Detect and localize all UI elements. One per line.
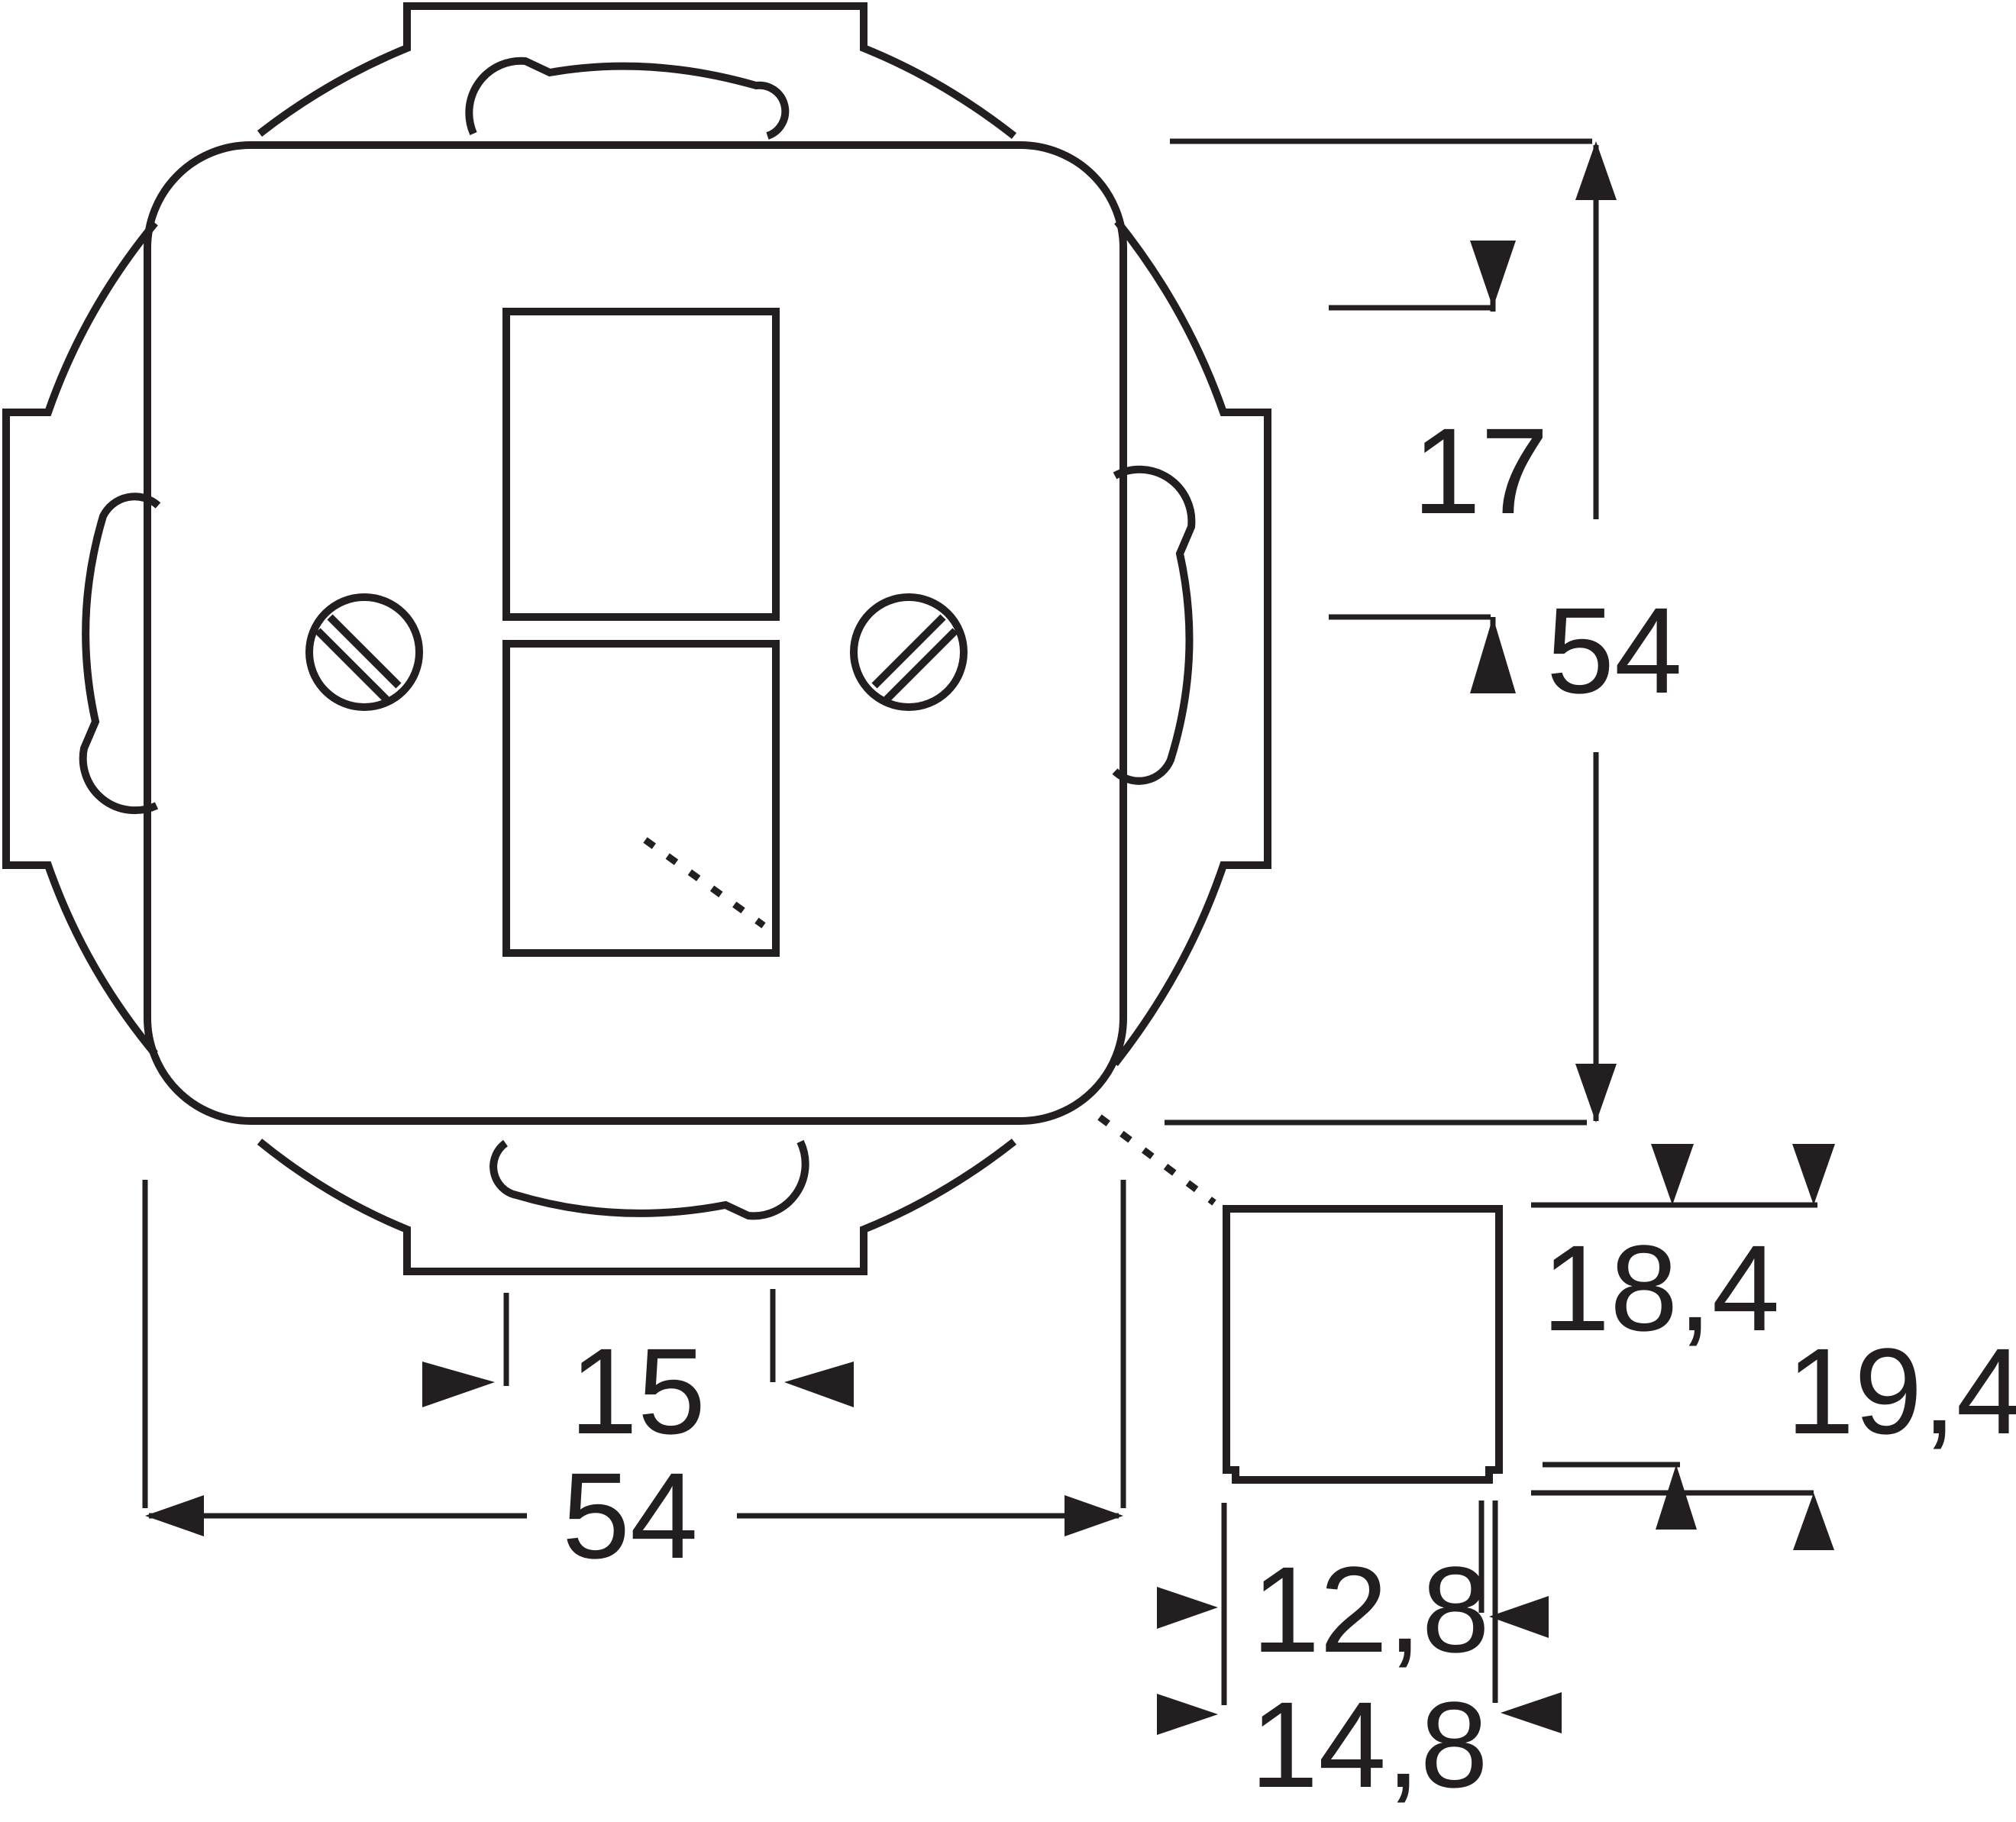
right-clip xyxy=(1112,465,1196,785)
screw-left-icon xyxy=(305,593,423,711)
top-clip xyxy=(465,57,790,140)
dim-height-spacing: 17 xyxy=(1329,241,1549,693)
label-height-spacing: 17 xyxy=(1413,402,1549,539)
dim-module-outer-width: 18,4 xyxy=(1531,1144,1835,1356)
detail-leader xyxy=(1097,1114,1216,1206)
mounting-frame-outline xyxy=(2,2,1271,1275)
left-clip xyxy=(79,493,161,815)
dim-height-overall: 54 xyxy=(1165,138,1682,1126)
label-module-inner-depth: 12,8 xyxy=(1252,1541,1489,1678)
label-width-opening: 15 xyxy=(570,1323,706,1459)
socket-opening-bottom xyxy=(502,640,780,957)
socket-opening-top xyxy=(502,308,780,621)
cover-plate xyxy=(144,141,1127,1125)
dim-width-overall: 54 xyxy=(142,1180,1126,1584)
dim-module-inner-depth: 12,8 xyxy=(1157,1501,1549,1678)
label-module-outer-width: 18,4 xyxy=(1542,1220,1779,1356)
screw-right-icon xyxy=(850,593,968,711)
dim-module-total-width: 19,4 xyxy=(1531,1323,2016,1550)
label-module-total-width: 19,4 xyxy=(1786,1323,2016,1459)
label-height-overall: 54 xyxy=(1546,582,1682,719)
bottom-clip xyxy=(489,1139,809,1220)
module-profile xyxy=(1223,1205,1503,1484)
dim-module-outer-depth: 14,8 xyxy=(1157,1501,1562,1813)
dim-width-opening: 15 xyxy=(422,1289,854,1459)
label-module-outer-depth: 14,8 xyxy=(1250,1676,1488,1813)
label-width-overall: 54 xyxy=(562,1447,698,1584)
hidden-edge-hint xyxy=(643,837,766,929)
